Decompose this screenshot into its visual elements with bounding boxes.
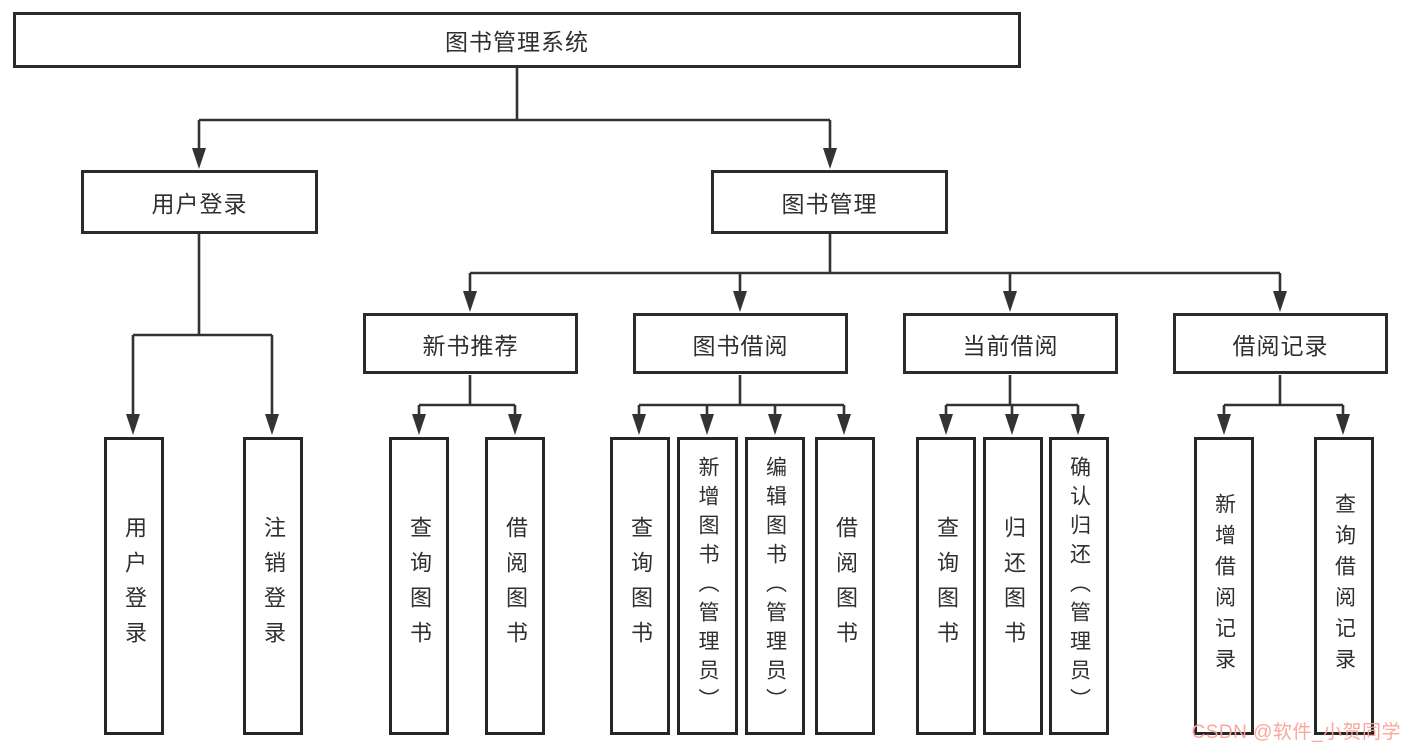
leaf-current-return-books: 归还图书 bbox=[983, 437, 1043, 735]
connector-records-to-leaves bbox=[1222, 375, 1345, 415]
arrow-to-leaf-borrow-edit bbox=[768, 414, 782, 435]
node-current-borrow: 当前借阅 bbox=[903, 313, 1118, 374]
connector-root-to-level2 bbox=[197, 68, 832, 149]
arrow-to-user-login bbox=[192, 148, 206, 169]
leaf-user-login: 用户登录 bbox=[104, 437, 164, 735]
connector-line bbox=[637, 375, 846, 415]
leaf-current-confirm-return-admin: 确认归还（管理员） bbox=[1049, 437, 1109, 735]
leaf-current-query-books-label: 查询图书 bbox=[934, 516, 959, 656]
arrow-to-leaf-recommend-query bbox=[412, 414, 426, 435]
node-borrow-records-label: 借阅记录 bbox=[1232, 332, 1329, 359]
leaf-current-return-books-label: 归还图书 bbox=[1001, 516, 1026, 656]
connector-line bbox=[197, 68, 832, 149]
leaf-current-query-books: 查询图书 bbox=[916, 437, 976, 735]
leaf-borrow-query-books: 查询图书 bbox=[610, 437, 670, 735]
leaf-borrow-add-books-admin-label: 新增图书（管理员） bbox=[696, 455, 719, 717]
leaf-records-add-record: 新增借阅记录 bbox=[1194, 437, 1254, 735]
connector-book-management-to-level3 bbox=[468, 234, 1282, 292]
node-user-login: 用户登录 bbox=[81, 170, 318, 234]
node-new-book-recommend-label: 新书推荐 bbox=[422, 332, 519, 359]
arrow-to-leaf-current-query bbox=[939, 414, 953, 435]
leaf-borrow-edit-books-admin: 编辑图书（管理员） bbox=[745, 437, 805, 735]
node-root: 图书管理系统 bbox=[13, 12, 1021, 68]
leaf-borrow-query-books-label: 查询图书 bbox=[628, 516, 653, 656]
leaf-borrow-add-books-admin: 新增图书（管理员） bbox=[677, 437, 738, 735]
node-root-label: 图书管理系统 bbox=[445, 29, 589, 55]
leaf-user-login-label: 用户登录 bbox=[122, 516, 147, 656]
connector-recommend-to-leaves bbox=[417, 375, 517, 415]
leaf-records-add-record-label: 新增借阅记录 bbox=[1212, 493, 1236, 679]
connector-line bbox=[1222, 375, 1345, 415]
leaf-records-query-record: 查询借阅记录 bbox=[1314, 437, 1374, 735]
leaf-recommend-borrow-books: 借阅图书 bbox=[485, 437, 545, 735]
arrow-to-leaf-logout bbox=[265, 414, 279, 435]
arrow-to-leaf-borrow-query bbox=[632, 414, 646, 435]
node-book-management: 图书管理 bbox=[711, 170, 948, 234]
node-new-book-recommend: 新书推荐 bbox=[363, 313, 578, 374]
leaf-records-query-record-label: 查询借阅记录 bbox=[1332, 493, 1356, 679]
connector-book-borrow-to-leaves bbox=[637, 375, 846, 415]
node-book-borrow: 图书借阅 bbox=[633, 313, 848, 374]
arrow-to-book-borrow bbox=[733, 291, 747, 312]
leaf-recommend-query-books-label: 查询图书 bbox=[407, 516, 432, 656]
node-book-management-label: 图书管理 bbox=[781, 191, 878, 217]
leaf-borrow-borrow-books: 借阅图书 bbox=[815, 437, 875, 735]
arrow-to-leaf-user-login bbox=[126, 414, 140, 435]
node-current-borrow-label: 当前借阅 bbox=[962, 332, 1059, 359]
arrow-to-current-borrow bbox=[1003, 291, 1017, 312]
arrow-to-leaf-records-query bbox=[1336, 414, 1350, 435]
arrow-to-leaf-borrow-add bbox=[700, 414, 714, 435]
node-book-borrow-label: 图书借阅 bbox=[692, 332, 789, 359]
leaf-borrow-borrow-books-label: 借阅图书 bbox=[833, 516, 858, 656]
leaf-logout-label: 注销登录 bbox=[261, 516, 286, 656]
arrow-to-leaf-current-return bbox=[1005, 414, 1019, 435]
leaf-logout: 注销登录 bbox=[243, 437, 303, 735]
connector-line bbox=[131, 234, 274, 415]
arrow-to-book-management bbox=[823, 148, 837, 169]
leaf-current-confirm-return-admin-label: 确认归还（管理员） bbox=[1067, 455, 1091, 717]
node-user-login-label: 用户登录 bbox=[151, 191, 248, 217]
leaf-recommend-query-books: 查询图书 bbox=[389, 437, 449, 735]
watermark: CSDN @软件_小贺同学 bbox=[1191, 722, 1401, 743]
arrow-to-borrow-records bbox=[1273, 291, 1287, 312]
arrow-to-leaf-recommend-borrow bbox=[508, 414, 522, 435]
connector-user-login-to-leaves bbox=[131, 234, 274, 415]
arrow-to-leaf-borrow-borrow bbox=[837, 414, 851, 435]
arrow-to-leaf-current-confirm bbox=[1071, 414, 1085, 435]
connector-line bbox=[944, 375, 1080, 415]
node-borrow-records: 借阅记录 bbox=[1173, 313, 1388, 374]
connector-line bbox=[417, 375, 517, 415]
connector-current-borrow-to-leaves bbox=[944, 375, 1080, 415]
arrow-to-leaf-records-add bbox=[1217, 414, 1231, 435]
arrow-to-new-book-recommend bbox=[463, 291, 477, 312]
leaf-recommend-borrow-books-label: 借阅图书 bbox=[503, 516, 528, 656]
leaf-borrow-edit-books-admin-label: 编辑图书（管理员） bbox=[763, 455, 787, 717]
connector-line bbox=[468, 234, 1282, 292]
